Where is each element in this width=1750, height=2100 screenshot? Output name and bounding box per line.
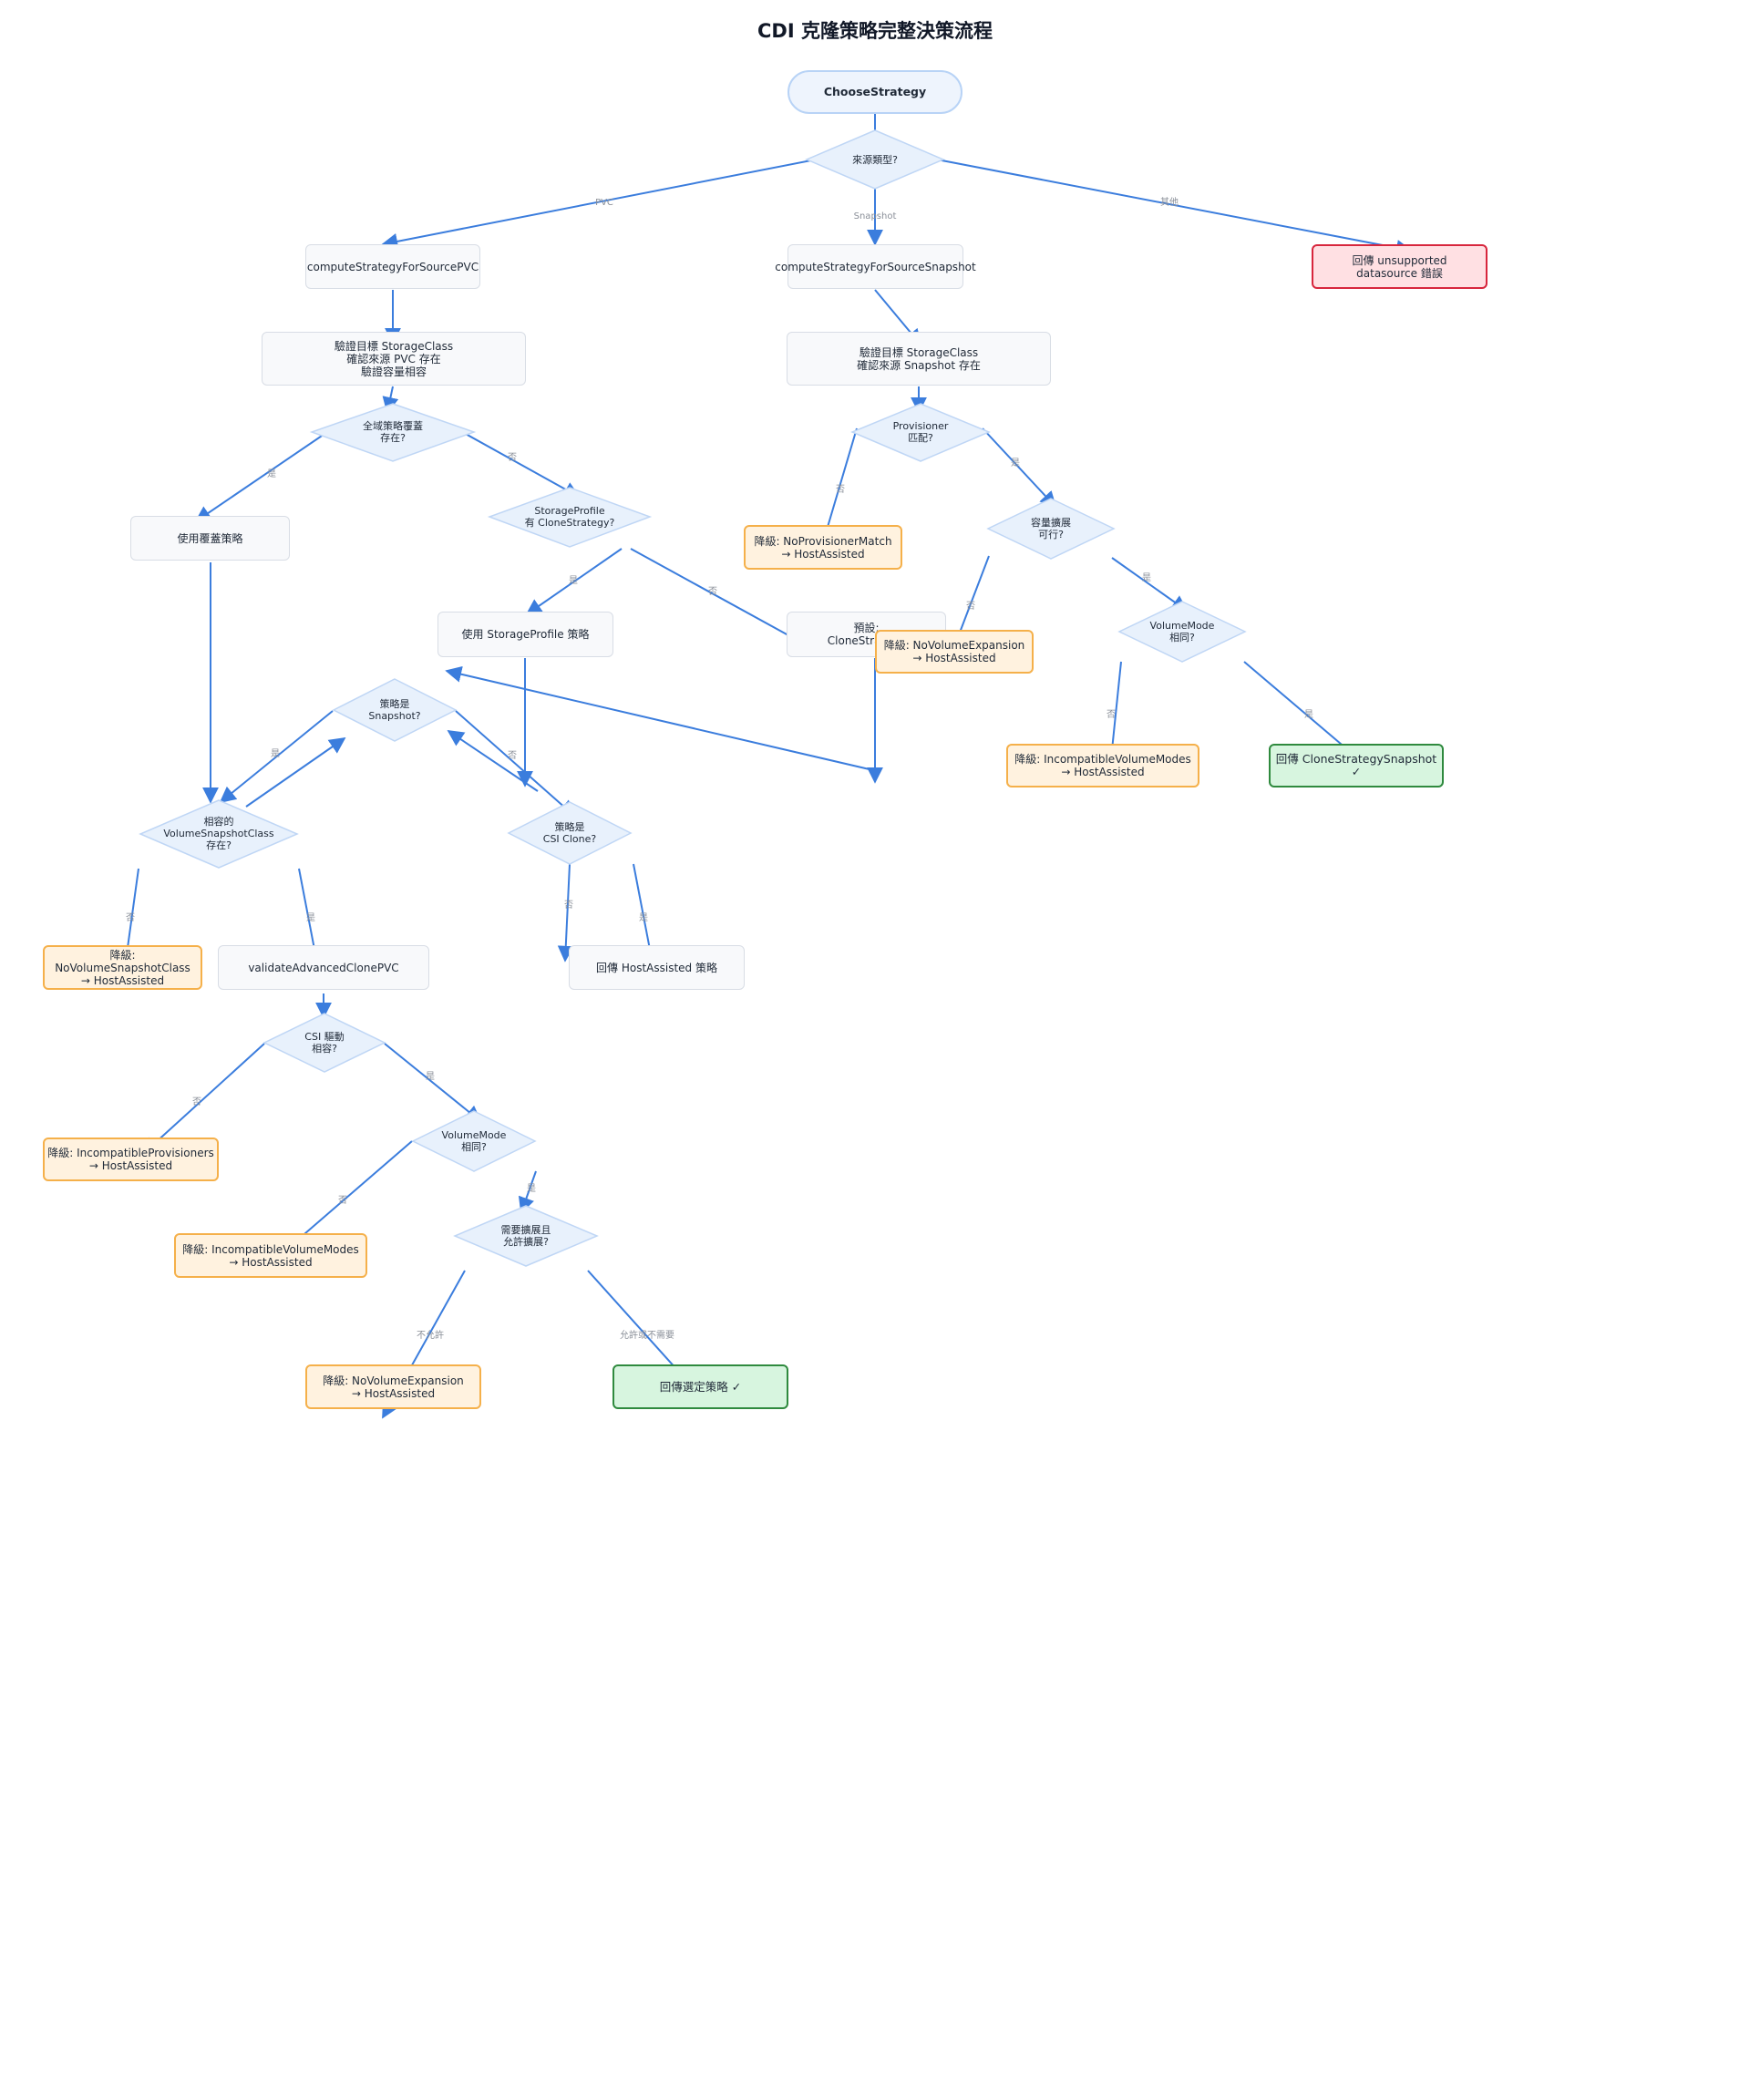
node-incompatible-volume-modes-pvc: 降級: IncompatibleVolumeModes → HostAssist… bbox=[174, 1233, 367, 1278]
edge-csiclone-no bbox=[557, 863, 574, 962]
edge-merge-to-issnapshot bbox=[445, 665, 874, 771]
edge-label-not-allowed: 不允許 bbox=[417, 1329, 444, 1341]
node-compute-pvc: computeStrategyForSourcePVC bbox=[305, 244, 480, 289]
edge-label-volmode-snap-no: 否 bbox=[1107, 709, 1116, 720]
edge-sp-no bbox=[630, 548, 808, 646]
edge-label-csiclone-no: 否 bbox=[564, 900, 573, 911]
decision-source-type-shape bbox=[805, 129, 945, 190]
node-return-selected-strategy: 回傳選定策略 ✓ bbox=[612, 1364, 788, 1409]
decision-csi-driver-shape bbox=[262, 1013, 386, 1073]
edge-label-sp-yes: 是 bbox=[569, 575, 578, 586]
edge-label-issnapshot-no: 否 bbox=[508, 750, 517, 761]
node-return-host-assisted: 回傳 HostAssisted 策略 bbox=[569, 945, 745, 990]
edge-label-vsc-yes: 是 bbox=[306, 912, 315, 923]
decision-global-override-shape bbox=[309, 403, 477, 462]
edge-label-csidriver-no: 否 bbox=[192, 1096, 201, 1107]
node-use-override: 使用覆蓋策略 bbox=[130, 516, 290, 561]
diagram-title: CDI 克隆策略完整決策流程 bbox=[757, 20, 993, 42]
edge-volmode-pvc-yes bbox=[518, 1170, 537, 1214]
node-use-sp-strategy: 使用 StorageProfile 策略 bbox=[438, 612, 613, 657]
edge-srctype-pvc bbox=[381, 159, 817, 250]
edge-label-override-no: 否 bbox=[508, 452, 517, 463]
edge-label-provisioner-no: 否 bbox=[836, 484, 845, 495]
edge-csidriver-yes bbox=[384, 1043, 482, 1123]
decision-volmode-same-pvc-shape bbox=[411, 1110, 537, 1172]
node-no-volume-snapshot-class: 降級: NoVolumeSnapshotClass → HostAssisted bbox=[43, 945, 202, 990]
node-compute-snapshot: computeStrategyForSourceSnapshot bbox=[775, 244, 976, 289]
node-no-provisioner-match: 降級: NoProvisionerMatch → HostAssisted bbox=[744, 525, 902, 570]
edge-label-csidriver-yes: 是 bbox=[426, 1071, 435, 1082]
edge-vsc-back bbox=[245, 736, 346, 808]
edge-label-provisioner-yes: 是 bbox=[1011, 458, 1020, 468]
node-validate-advanced-clone-pvc: validateAdvancedClonePVC bbox=[218, 945, 429, 990]
edge-expand-yes bbox=[1111, 557, 1189, 612]
edge-srctype-other bbox=[936, 159, 1413, 256]
edge-label-snapshot: Snapshot bbox=[854, 211, 897, 221]
decision-provisioner-match-shape bbox=[850, 403, 991, 462]
edge-csiclone-back bbox=[447, 729, 539, 792]
edge-label-volmode-snap-yes: 是 bbox=[1304, 709, 1313, 720]
edge-label-override-yes: 是 bbox=[267, 468, 276, 479]
edge-label-other: 其他 bbox=[1160, 196, 1179, 208]
edge-label-allowed-or-not-needed: 允許或不需要 bbox=[620, 1329, 674, 1341]
decision-sp-has-strategy-shape bbox=[487, 487, 653, 548]
edge-label-csiclone-yes: 是 bbox=[639, 912, 648, 923]
edge-csidriver-no bbox=[142, 1043, 265, 1155]
edge-label-sp-no: 否 bbox=[708, 586, 717, 597]
edge-issnapshot-no bbox=[455, 710, 576, 818]
node-incompatible-volume-modes-snap: 降級: IncompatibleVolumeModes → HostAssist… bbox=[1006, 744, 1199, 788]
edge-label-expand-yes: 是 bbox=[1142, 572, 1151, 583]
decision-is-csi-clone-shape bbox=[507, 801, 633, 865]
decision-vsc-exists-shape bbox=[139, 799, 299, 869]
decision-volmode-same-snap-shape bbox=[1117, 601, 1247, 663]
node-no-volume-expansion-snap: 降級: NoVolumeExpansion → HostAssisted bbox=[875, 630, 1034, 674]
edge-issnapshot-yes bbox=[219, 710, 334, 804]
edge-label-expand-no: 否 bbox=[966, 601, 975, 612]
decision-is-snapshot-shape bbox=[332, 678, 458, 742]
decision-need-expand-shape bbox=[453, 1205, 599, 1267]
edge-label-pvc: PVC bbox=[595, 198, 613, 208]
edge-label-vsc-no: 否 bbox=[126, 912, 135, 923]
node-incompatible-provisioners: 降級: IncompatibleProvisioners → HostAssis… bbox=[43, 1138, 219, 1181]
node-return-clone-strategy-snapshot: 回傳 CloneStrategySnapshot ✓ bbox=[1269, 744, 1444, 788]
decision-expand-possible-shape bbox=[986, 498, 1116, 560]
node-unsupported-error: 回傳 unsupported datasource 錯誤 bbox=[1312, 244, 1488, 289]
node-validate-snapshot: 驗證目標 StorageClass 確認來源 Snapshot 存在 bbox=[787, 332, 1051, 386]
edge-label-volmode-pvc-no: 否 bbox=[338, 1195, 347, 1206]
node-no-volume-expansion-pvc: 降級: NoVolumeExpansion → HostAssisted bbox=[305, 1364, 481, 1409]
edge-override-yes bbox=[194, 427, 334, 523]
edge-provisioner-yes bbox=[982, 427, 1057, 509]
edge-sp-yes bbox=[525, 548, 623, 616]
edge-label-issnapshot-yes: 是 bbox=[271, 748, 280, 759]
node-validate-pvc: 驗證目標 StorageClass 確認來源 PVC 存在 驗證容量相容 bbox=[262, 332, 526, 386]
edge-label-volmode-pvc-yes: 是 bbox=[527, 1183, 536, 1194]
node-choose-strategy: ChooseStrategy bbox=[788, 70, 962, 114]
edge-override-no bbox=[455, 427, 581, 498]
